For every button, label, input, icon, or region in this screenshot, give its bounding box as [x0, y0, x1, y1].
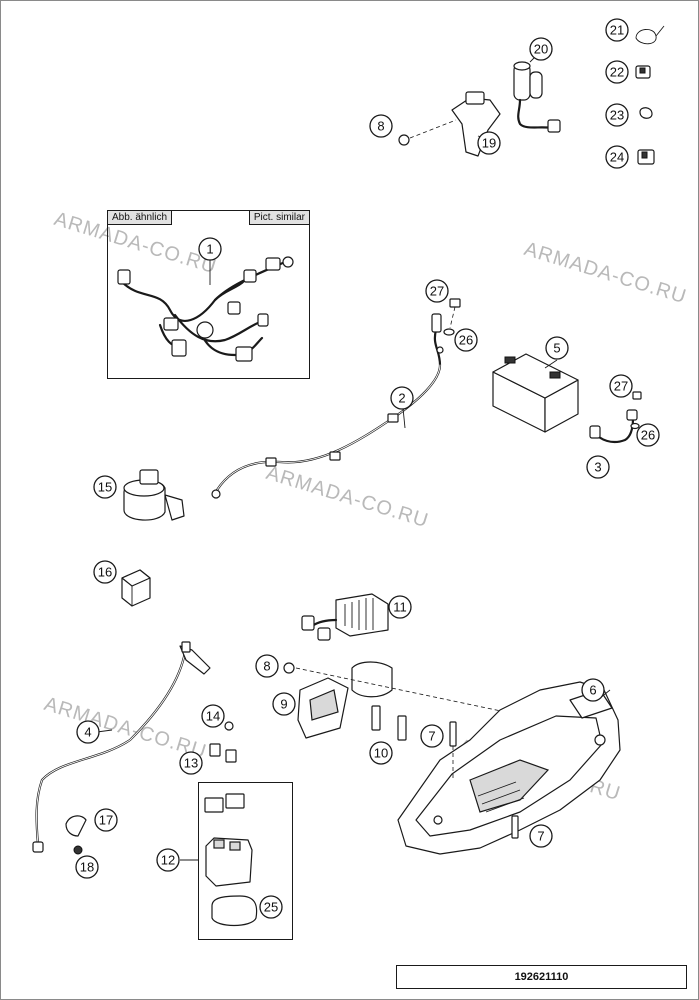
callout-23: 23 [605, 103, 629, 127]
callout-26: 26 [636, 423, 660, 447]
callout-18: 18 [75, 855, 99, 879]
svg-text:6: 6 [589, 683, 596, 698]
callout-21: 21 [605, 18, 629, 42]
svg-text:8: 8 [263, 659, 270, 674]
battery-holder-drawing [397, 681, 621, 855]
callout-7: 7 [529, 824, 553, 848]
drawing-number: 192621110 [396, 965, 687, 989]
callout-10: 10 [369, 741, 393, 765]
callout-13: 13 [179, 751, 203, 775]
callout-6: 6 [581, 678, 605, 702]
small-parts-right [635, 25, 665, 165]
svg-text:26: 26 [459, 333, 473, 348]
svg-text:2: 2 [398, 391, 405, 406]
callout-15: 15 [93, 475, 117, 499]
callout-5: 5 [545, 336, 569, 360]
callout-7: 7 [420, 724, 444, 748]
similar-picture-label-en: Pict. similar [248, 211, 309, 225]
svg-text:23: 23 [610, 108, 624, 123]
svg-text:25: 25 [264, 900, 278, 915]
svg-text:12: 12 [161, 853, 175, 868]
callout-8: 8 [255, 654, 279, 678]
svg-text:16: 16 [98, 565, 112, 580]
callout-26: 26 [454, 328, 478, 352]
starter-cable-drawing [32, 641, 211, 853]
svg-text:27: 27 [430, 284, 444, 299]
callout-11: 11 [388, 595, 412, 619]
battery-drawing [492, 353, 579, 433]
callout-24: 24 [605, 145, 629, 169]
ignition-coil-drawing [123, 469, 185, 521]
svg-text:4: 4 [84, 725, 91, 740]
svg-text:5: 5 [553, 341, 560, 356]
callout-27: 27 [425, 279, 449, 303]
svg-text:21: 21 [610, 23, 624, 38]
callout-16: 16 [93, 560, 117, 584]
battery-cable-drawing [589, 391, 642, 444]
similar-picture-label-de: Abb. ähnlich [108, 211, 173, 225]
svg-text:11: 11 [393, 600, 407, 615]
callout-1: 1 [198, 237, 222, 261]
svg-text:26: 26 [641, 428, 655, 443]
small-parts-left [65, 721, 237, 855]
callout-8: 8 [369, 114, 393, 138]
callout-17: 17 [94, 808, 118, 832]
svg-text:8: 8 [377, 119, 384, 134]
svg-text:14: 14 [206, 709, 220, 724]
callout-9: 9 [272, 692, 296, 716]
wiring-harness-drawing [117, 256, 294, 362]
callout-2: 2 [390, 386, 414, 410]
callout-14: 14 [201, 704, 225, 728]
svg-text:1: 1 [206, 242, 213, 257]
relay-kit-box [198, 782, 293, 940]
screw-washer-upper [443, 298, 461, 336]
svg-text:13: 13 [184, 756, 198, 771]
callout-27: 27 [609, 374, 633, 398]
svg-text:20: 20 [534, 42, 548, 57]
ground-cable-drawing [211, 313, 444, 499]
callout-19: 19 [477, 131, 501, 155]
callout-3: 3 [586, 455, 610, 479]
svg-text:22: 22 [610, 65, 624, 80]
svg-text:7: 7 [428, 729, 435, 744]
svg-text:10: 10 [374, 746, 388, 761]
svg-text:15: 15 [98, 480, 112, 495]
callout-12: 12 [156, 848, 180, 872]
socket-holder-drawing [398, 61, 561, 157]
wiring-harness-inset: Abb. ähnlich Pict. similar [107, 210, 310, 379]
relay-kit-contents [204, 793, 258, 927]
callout-4: 4 [76, 720, 100, 744]
relay-drawing [121, 569, 151, 607]
svg-text:7: 7 [537, 829, 544, 844]
svg-text:24: 24 [610, 150, 624, 165]
svg-text:9: 9 [280, 697, 287, 712]
callout-20: 20 [529, 37, 553, 61]
callout-25: 25 [259, 895, 283, 919]
svg-text:18: 18 [80, 860, 94, 875]
svg-text:27: 27 [614, 379, 628, 394]
svg-text:17: 17 [99, 813, 113, 828]
callout-22: 22 [605, 60, 629, 84]
regulator-assembly-drawing [283, 593, 583, 741]
svg-text:3: 3 [594, 460, 601, 475]
svg-text:19: 19 [482, 136, 496, 151]
